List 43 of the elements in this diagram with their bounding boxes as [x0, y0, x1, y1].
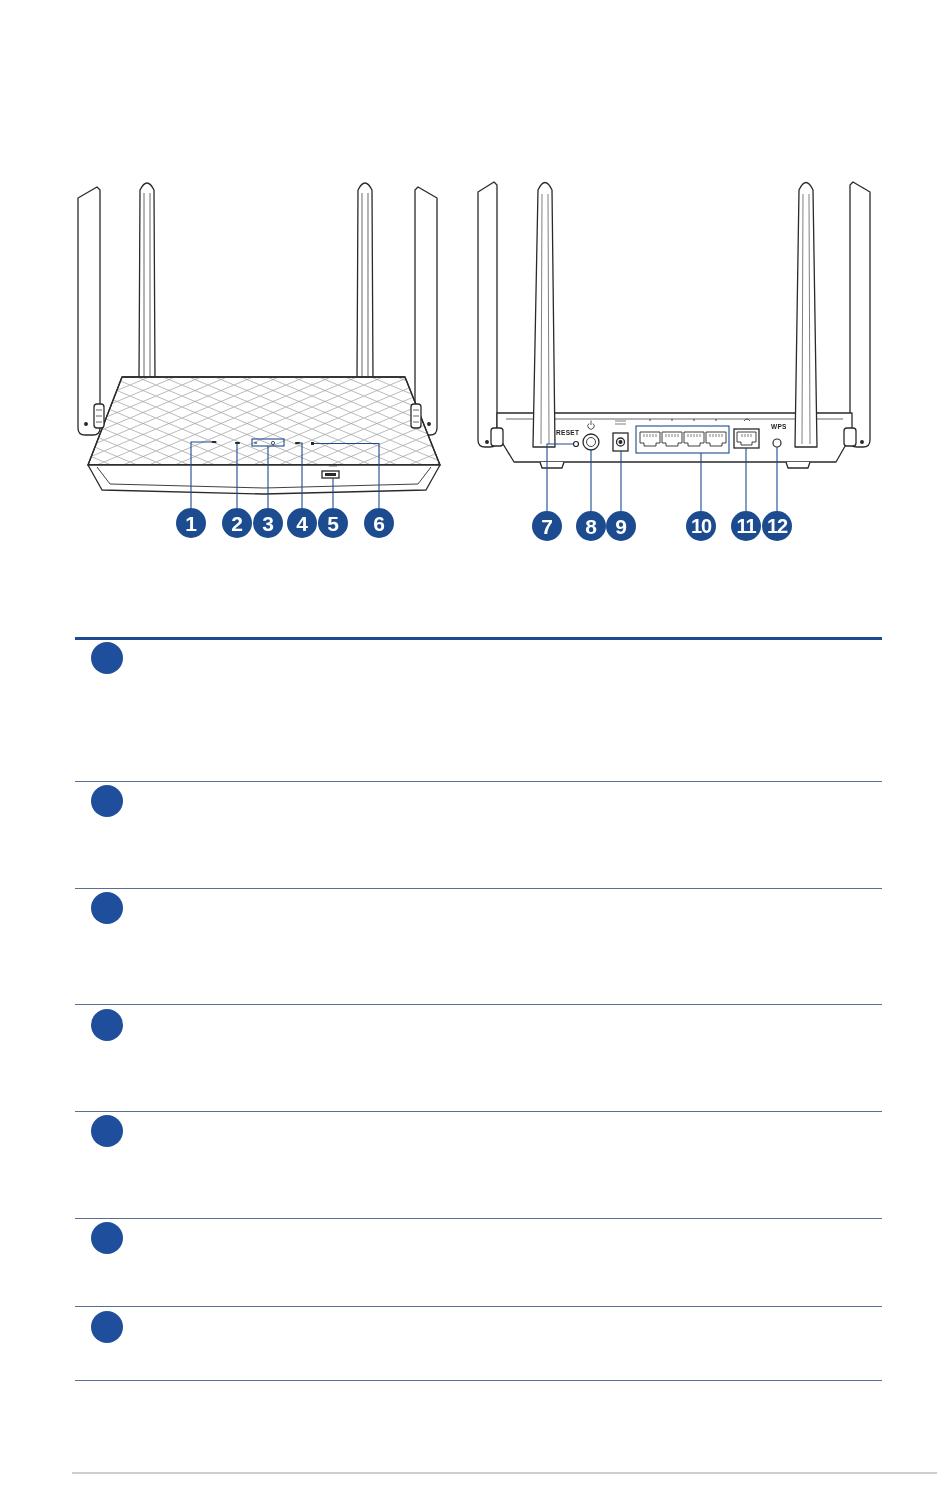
callout-number: 1 — [176, 508, 206, 538]
callout-number: 12 — [762, 511, 792, 541]
leader-line — [299, 442, 303, 509]
led-indicator — [211, 441, 217, 443]
power-button — [582, 433, 600, 451]
callout-number: 6 — [364, 508, 394, 538]
leader-line — [332, 477, 334, 509]
reset-hole — [572, 440, 580, 448]
callout-number: 10 — [686, 511, 716, 541]
wps-button — [772, 438, 782, 448]
callout-number: 8 — [576, 511, 606, 541]
bullet-icon — [91, 1311, 123, 1343]
usb-port — [321, 470, 340, 479]
leader-line — [620, 450, 622, 512]
callout-number: 2 — [222, 508, 252, 538]
lan-port-bracket — [635, 425, 730, 454]
led-indicator — [235, 442, 240, 444]
bullet-icon — [91, 892, 123, 924]
bullet-icon — [91, 642, 123, 674]
bullet-icon — [91, 1222, 123, 1254]
callout-number: 9 — [606, 511, 636, 541]
leader-line — [190, 441, 213, 509]
callout-number: 3 — [253, 508, 283, 538]
bullet-icon — [91, 1009, 123, 1041]
leader-line — [590, 449, 592, 512]
leader-line — [313, 442, 380, 509]
power-jack — [612, 432, 629, 452]
led-group-bracket — [251, 438, 285, 447]
network-port — [733, 428, 760, 449]
leader-line — [267, 445, 269, 509]
leader-line — [745, 447, 747, 512]
callout-number: 5 — [318, 508, 348, 538]
leader-line — [776, 446, 778, 512]
callout-number: 11 — [731, 511, 761, 541]
callout-number: 4 — [287, 508, 317, 538]
led-indicator — [295, 442, 300, 444]
bullet-icon — [91, 1115, 123, 1147]
callout-number: 7 — [532, 511, 562, 541]
bullet-icon — [91, 785, 123, 817]
leader-line — [700, 452, 702, 512]
leader-line — [546, 443, 575, 512]
leader-line — [236, 443, 238, 509]
led-indicator — [311, 442, 314, 445]
